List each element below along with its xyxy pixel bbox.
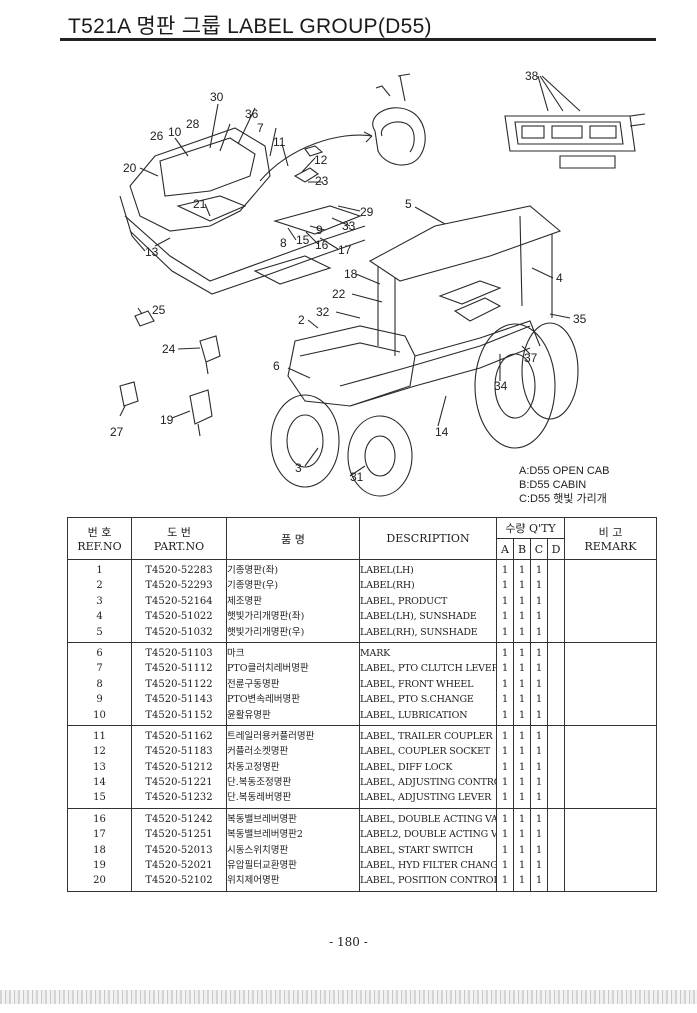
qty-d-cell (546, 559, 566, 643)
scan-edge-strip (0, 990, 697, 1004)
qty-d-cell (546, 641, 566, 726)
callout-label: 28 (186, 117, 200, 131)
callout-label: 29 (360, 205, 374, 219)
callout-label: 13 (145, 245, 159, 259)
remark-cell (564, 724, 658, 809)
title-rule (60, 38, 656, 41)
description-header: DESCRIPTION (359, 517, 497, 560)
name-ko-header: 품 명 (226, 517, 360, 560)
exploded-parts-diagram: 30 36 28 10 26 7 11 20 12 23 21 29 33 9 … (110, 69, 646, 497)
callout-label: 31 (350, 470, 364, 484)
callout-label: 30 (210, 90, 224, 104)
callout-label: 5 (405, 197, 412, 211)
remark-header: 비 고 REMARK (564, 517, 658, 560)
callout-label: 20 (123, 161, 137, 175)
callout-label: 27 (110, 425, 124, 439)
legend-item: C:D55 햇빛 가리개 (519, 493, 607, 505)
callout-label: 15 (296, 233, 310, 247)
description-cell: LABEL, DOUBLE ACTING VALVE LEVERLABEL2, … (359, 807, 497, 892)
callout-label: 17 (338, 243, 352, 257)
qty-a-header: A (496, 538, 514, 560)
callout-label: 21 (193, 197, 207, 211)
legend-item: A:D55 OPEN CAB (519, 465, 610, 477)
qty-header: 수량 Q'TY (495, 517, 566, 539)
callout-label: 33 (342, 219, 356, 233)
part-no-header: 도 번 PART.NO (131, 517, 227, 560)
model-legend: A:D55 OPEN CAB B:D55 CABIN C:D55 햇빛 가리개 (519, 464, 609, 506)
qty-b-header: B (513, 538, 531, 560)
callout-label: 11 (273, 135, 286, 149)
callout-label: 35 (573, 312, 587, 326)
callout-label: 16 (315, 238, 329, 252)
callout-label: 38 (525, 69, 539, 83)
callout-label: 4 (556, 271, 563, 285)
callout-label: 37 (524, 351, 538, 365)
legend-item: B:D55 CABIN (519, 479, 587, 491)
callout-label: 14 (435, 425, 449, 439)
callout-label: 2 (298, 313, 305, 327)
callout-label: 36 (245, 107, 259, 121)
callout-label: 24 (162, 342, 176, 356)
callout-label: 26 (150, 129, 164, 143)
callout-label: 3 (295, 461, 302, 475)
qty-d-header: D (546, 538, 566, 560)
page-title: T521A 명판 그룹 LABEL GROUP(D55) (68, 15, 432, 38)
callout-label: 18 (344, 267, 358, 281)
callout-label: 7 (257, 121, 264, 135)
ref-no-header: 번 호 REF.NO (67, 517, 132, 560)
remark-cell (564, 807, 658, 892)
remark-cell (564, 641, 658, 726)
remark-cell (564, 559, 658, 643)
qty-d-cell (546, 807, 566, 892)
callout-label: 32 (316, 305, 330, 319)
page-number: - 180 - (329, 935, 368, 949)
qty-c-header: C (530, 538, 548, 560)
callout-label: 19 (160, 413, 174, 427)
callout-label: 9 (316, 223, 323, 237)
callout-label: 10 (168, 125, 182, 139)
callout-label: 6 (273, 359, 280, 373)
qty-d-cell (546, 724, 566, 809)
callout-label: 34 (494, 379, 508, 393)
parts-table: 번 호 REF.NO 도 번 PART.NO 품 명 DESCRIPTION 수… (67, 517, 658, 892)
callout-label: 12 (314, 153, 328, 167)
callout-label: 23 (315, 174, 329, 188)
callout-label: 22 (332, 287, 346, 301)
callout-label: 8 (280, 236, 287, 250)
callout-label: 25 (152, 303, 166, 317)
